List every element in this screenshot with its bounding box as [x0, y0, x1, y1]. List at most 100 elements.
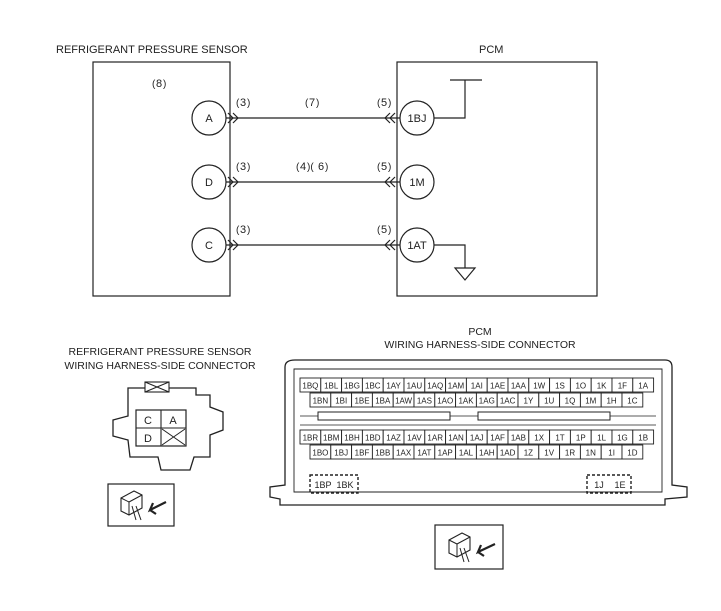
pin-cell: 1AE: [486, 377, 509, 393]
pcm-pin-1m-label: 1M: [409, 177, 424, 189]
female-terminal-mark: [384, 112, 396, 124]
svg-text:(: (: [296, 162, 300, 173]
pin-cell: 1AT: [413, 444, 436, 460]
pin-label: 1BM: [323, 434, 340, 443]
keying-slot-left: [317, 411, 451, 421]
svg-text:(: (: [152, 79, 156, 90]
pin-cell: 1F: [611, 377, 634, 393]
pin-cell: 1B: [632, 429, 655, 445]
pin-label: 1Y: [524, 397, 534, 406]
pin-cell: 1BC: [361, 377, 384, 393]
pcm-pin-1m: [399, 164, 435, 200]
note-mid: (7): [305, 97, 319, 109]
pin-cell: 1BL: [320, 377, 343, 393]
empty-cavity-cross: [161, 428, 186, 446]
sensor-connector-title-2: WIRING HARNESS-SIDE CONNECTOR: [64, 360, 256, 372]
sensor-connector-face: C A D: [112, 381, 224, 471]
female-terminal-mark: [384, 239, 396, 251]
pcm-pin-1at-label: 1AT: [407, 240, 427, 252]
pin-label: 1T: [555, 434, 564, 443]
pin-label: 1BJ: [334, 449, 348, 458]
pin-box: [621, 392, 644, 408]
pin-label: 1AI: [471, 382, 483, 391]
pin-label: 1AM: [448, 382, 465, 391]
pin-cell: 1U: [538, 392, 561, 408]
pin-label: 1AC: [500, 397, 516, 406]
pin-cell: 1AK: [455, 392, 477, 408]
svg-text:): ): [316, 98, 319, 109]
pin-label: 1D: [627, 449, 637, 458]
pin-cell: 1AD: [496, 444, 519, 460]
pin-cell: 1AN: [445, 429, 467, 445]
pin-label: 1U: [544, 397, 554, 406]
pin-cell: 1R: [559, 444, 581, 460]
pin-label: 1V: [544, 449, 554, 458]
pin-cell: 1Q: [559, 392, 581, 408]
pin-cell: 1G: [611, 429, 634, 445]
pin-cell: 1AA: [507, 377, 530, 393]
pin-label: 1AQ: [427, 382, 443, 391]
pin-label: 1AN: [448, 434, 464, 443]
ground-symbol: [453, 267, 477, 281]
pin-cell: 1AP: [434, 444, 457, 460]
pin-label: 1I: [608, 449, 615, 458]
pin-cell: 1T: [549, 429, 571, 445]
pin-label: 1BF: [355, 449, 370, 458]
pin-label: 1AJ: [470, 434, 484, 443]
pin-cell: 1BD: [361, 429, 384, 445]
pin-cell: 1V: [538, 444, 561, 460]
pin-label: 1AL: [459, 449, 474, 458]
pin-label: 1AA: [511, 382, 527, 391]
pin-cell: 1W: [528, 377, 551, 393]
pin-label: 1B: [638, 434, 648, 443]
pin-label: 1AT: [417, 449, 431, 458]
male-terminal-mark: [227, 112, 239, 124]
pin-label: 1BD: [365, 434, 381, 443]
note-right: (5): [377, 97, 391, 109]
pin-cell: 1AV: [403, 429, 426, 445]
pin-label: 1C: [627, 397, 637, 406]
view-arrow-icon: [147, 501, 167, 515]
svg-text:5: 5: [381, 97, 387, 109]
svg-text:(: (: [377, 98, 381, 109]
svg-text:): ): [388, 225, 391, 236]
view-arrow-icon: [475, 543, 496, 557]
note-mid: (4)(6): [296, 161, 328, 173]
pin-label: 1F: [618, 382, 627, 391]
pin-label: 1M: [585, 397, 596, 406]
svg-text:5: 5: [381, 224, 387, 236]
pin-label: 1BN: [313, 397, 329, 406]
pin-label: 1AE: [490, 382, 505, 391]
note-left: (3): [236, 161, 250, 173]
pin-label: 1AU: [407, 382, 423, 391]
pin-cell: 1S: [549, 377, 571, 393]
sensor-view-indicator: [107, 483, 175, 527]
pin-label: 1BB: [375, 449, 390, 458]
pin-cell: 1Y: [517, 392, 540, 408]
pcm-box: [396, 61, 598, 297]
pcm-connector-title-2: WIRING HARNESS-SIDE CONNECTOR: [384, 339, 576, 351]
pin-label: 1BI: [335, 397, 347, 406]
pcm-title: PCM: [479, 44, 503, 56]
svg-text:): ): [247, 225, 250, 236]
pin-cell: 1AG: [475, 392, 498, 408]
pin-label: 1BH: [344, 434, 360, 443]
pin-box: [632, 429, 655, 445]
special-terminal-left: 1BP 1BK: [309, 474, 359, 494]
pin-label: 1W: [533, 382, 545, 391]
svg-text:3: 3: [240, 97, 246, 109]
pin-label: 1R: [565, 449, 575, 458]
pin-label: 1AR: [427, 434, 443, 443]
pin-label: 1L: [597, 434, 606, 443]
pin-cell: 1BB: [371, 444, 394, 460]
svg-text:(: (: [236, 225, 240, 236]
pin-cell: 1AL: [455, 444, 477, 460]
pin-label: 1BE: [354, 397, 369, 406]
pin-cell: 1BO: [309, 444, 332, 460]
pin-label: 1A: [638, 382, 648, 391]
pin-label: 1AH: [479, 449, 495, 458]
pin-cell: 1BG: [341, 377, 363, 393]
svg-text:): ): [388, 98, 391, 109]
pin-label: 1G: [617, 434, 628, 443]
